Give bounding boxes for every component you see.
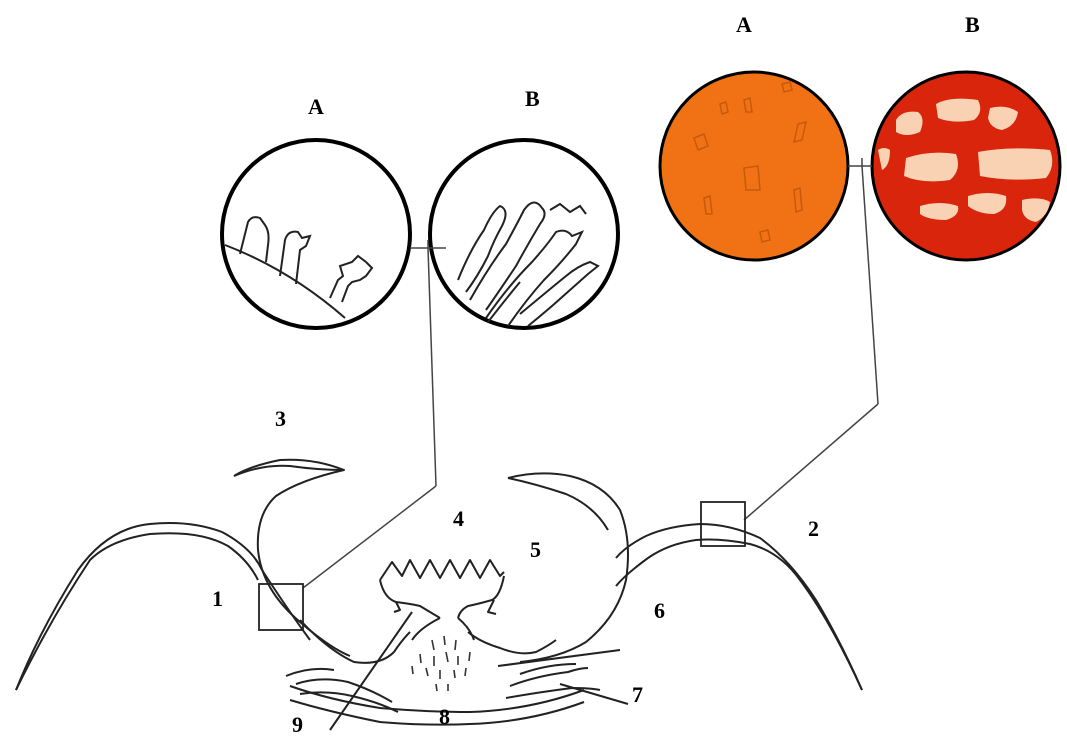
right-inset-b-label: B bbox=[965, 14, 980, 36]
part-label-5: 5 bbox=[530, 539, 541, 561]
part-label-8: 8 bbox=[439, 706, 450, 728]
left-inset-b bbox=[430, 140, 618, 328]
part-label-7: 7 bbox=[632, 684, 643, 706]
part-label-4: 4 bbox=[453, 508, 464, 530]
left-inset-b-label: B bbox=[525, 88, 540, 110]
right-inset-a-label: A bbox=[736, 14, 752, 36]
region-box-1 bbox=[259, 584, 303, 630]
central-dashes bbox=[412, 636, 470, 691]
right-inset-b bbox=[872, 72, 1060, 260]
right-inset-a bbox=[660, 72, 848, 260]
part-label-6: 6 bbox=[654, 600, 665, 622]
body-outline bbox=[16, 460, 862, 725]
part-label-1: 1 bbox=[212, 588, 223, 610]
left-inset-a bbox=[222, 140, 410, 328]
part-label-9: 9 bbox=[292, 714, 303, 736]
part-label-2: 2 bbox=[808, 518, 819, 540]
part-label-3: 3 bbox=[275, 408, 286, 430]
left-inset-a-label: A bbox=[308, 96, 324, 118]
